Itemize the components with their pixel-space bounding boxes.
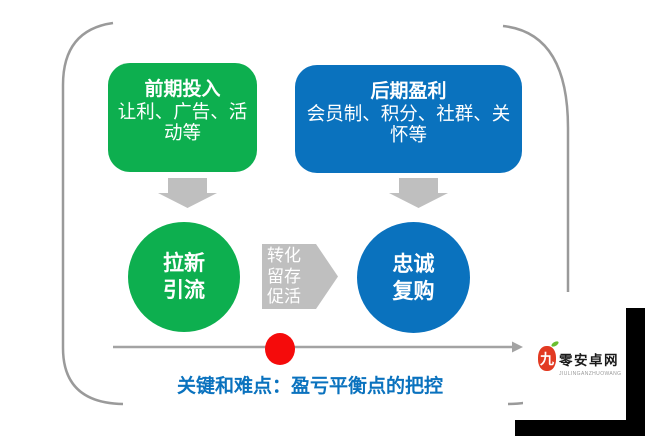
conversion-arrow-label: 转化 留存 促活 — [267, 246, 315, 308]
acquisition-circle-label: 拉新 引流 — [163, 250, 205, 304]
profit-box-body: 会员制、积分、社群、关怀等 — [306, 103, 511, 145]
breakeven-dot — [265, 333, 295, 365]
investment-box-title: 前期投入 — [144, 79, 221, 100]
watermark-logo: 九 零安卓网 JIULINGANZHUOWANG — [538, 340, 621, 377]
left-brace-icon — [61, 21, 124, 406]
conversion-line1: 转化 — [267, 246, 301, 265]
loyalty-circle-label: 忠诚 复购 — [393, 251, 435, 305]
acquisition-circle: 拉新 引流 — [128, 222, 240, 332]
investment-box: 前期投入 让利、广告、活动等 — [108, 63, 257, 172]
loyalty-line2: 复购 — [392, 279, 435, 303]
acquisition-line2: 引流 — [163, 279, 205, 302]
loyalty-line1: 忠诚 — [392, 252, 435, 276]
investment-box-body: 让利、广告、活动等 — [117, 101, 248, 143]
key-point-text: 关键和难点：盈亏平衡点的把控 — [176, 376, 443, 397]
logo-subtext: JIULINGANZHUOWANG — [559, 371, 622, 377]
logo-text-column: 零安卓网 JIULINGANZHUOWANG — [559, 346, 621, 377]
profit-box: 后期盈利 会员制、积分、社群、关怀等 — [295, 65, 522, 173]
logo-symbol-badge: 九 — [538, 340, 560, 371]
conversion-line2: 留存 — [267, 266, 301, 286]
corner-frame-bottom-bar — [515, 420, 645, 436]
timeline-arrowhead-icon — [512, 341, 523, 353]
loyalty-circle: 忠诚 复购 — [357, 222, 470, 333]
down-arrow-right-icon — [389, 178, 448, 208]
acquisition-line1: 拉新 — [163, 252, 205, 275]
conversion-line3: 促活 — [267, 287, 301, 306]
conversion-chevron-shape — [262, 244, 338, 309]
down-arrow-left-icon — [158, 178, 217, 208]
profit-box-title: 后期盈利 — [370, 81, 447, 102]
watermark-logo-box: 九 零安卓网 JIULINGANZHUOWANG — [523, 292, 626, 420]
logo-symbol-char: 九 — [540, 350, 554, 367]
corner-frame-vertical-bar — [626, 308, 645, 436]
logo-name: 零安卓网 — [559, 353, 619, 368]
